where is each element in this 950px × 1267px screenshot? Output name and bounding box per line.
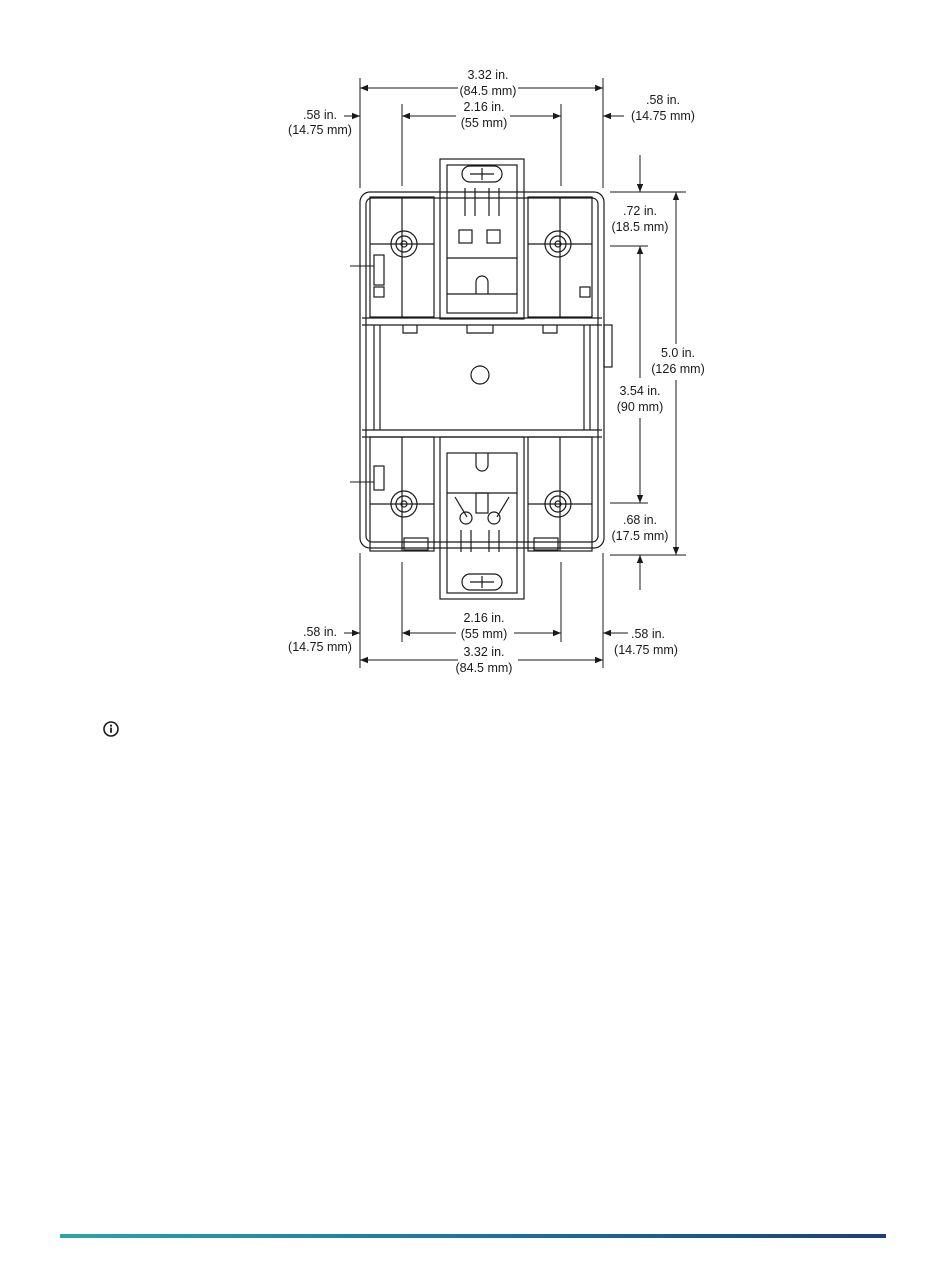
extension-lines bbox=[360, 78, 686, 668]
center-mm-label: (90 mm) bbox=[617, 400, 664, 414]
right-bottom-mm-label: (14.75 mm) bbox=[614, 643, 678, 657]
right-upper-mm-label: (18.5 mm) bbox=[612, 220, 669, 234]
info-icon bbox=[102, 720, 120, 738]
right-lower-mm-label: (17.5 mm) bbox=[612, 529, 669, 543]
right-top-mm-label: (14.75 mm) bbox=[631, 109, 695, 123]
bottom-overall-mm-label: (84.5 mm) bbox=[456, 661, 513, 675]
bottom-inner-mm-label: (55 mm) bbox=[461, 627, 508, 641]
height-in-label: 5.0 in. bbox=[661, 346, 695, 360]
mounting-dimension-drawing: 3.32 in. (84.5 mm) 2.16 in. (55 mm) .58 … bbox=[0, 0, 950, 700]
bottom-overall-in-label: 3.32 in. bbox=[463, 645, 504, 659]
left-bottom-in-label: .58 in. bbox=[303, 625, 337, 639]
top-overall-in-label: 3.32 in. bbox=[467, 68, 508, 82]
top-overall-mm-label: (84.5 mm) bbox=[460, 84, 517, 98]
height-mm-label: (126 mm) bbox=[651, 362, 704, 376]
corner-blocks bbox=[370, 197, 592, 551]
device-body bbox=[360, 192, 612, 548]
top-inner-in-label: 2.16 in. bbox=[463, 100, 504, 114]
right-bottom-in-label: .58 in. bbox=[631, 627, 665, 641]
left-top-in-label: .58 in. bbox=[303, 108, 337, 122]
center-in-label: 3.54 in. bbox=[619, 384, 660, 398]
footer-rule bbox=[60, 1234, 886, 1238]
bottom-inner-in-label: 2.16 in. bbox=[463, 611, 504, 625]
right-lower-in-label: .68 in. bbox=[623, 513, 657, 527]
left-bottom-mm-label: (14.75 mm) bbox=[288, 640, 352, 654]
top-inner-mm-label: (55 mm) bbox=[461, 116, 508, 130]
left-top-mm-label: (14.75 mm) bbox=[288, 123, 352, 137]
top-din-clip bbox=[440, 159, 524, 319]
dimension-lines bbox=[344, 88, 676, 660]
right-upper-in-label: .72 in. bbox=[623, 204, 657, 218]
bottom-din-clip bbox=[440, 437, 524, 599]
right-top-in-label: .58 in. bbox=[646, 93, 680, 107]
